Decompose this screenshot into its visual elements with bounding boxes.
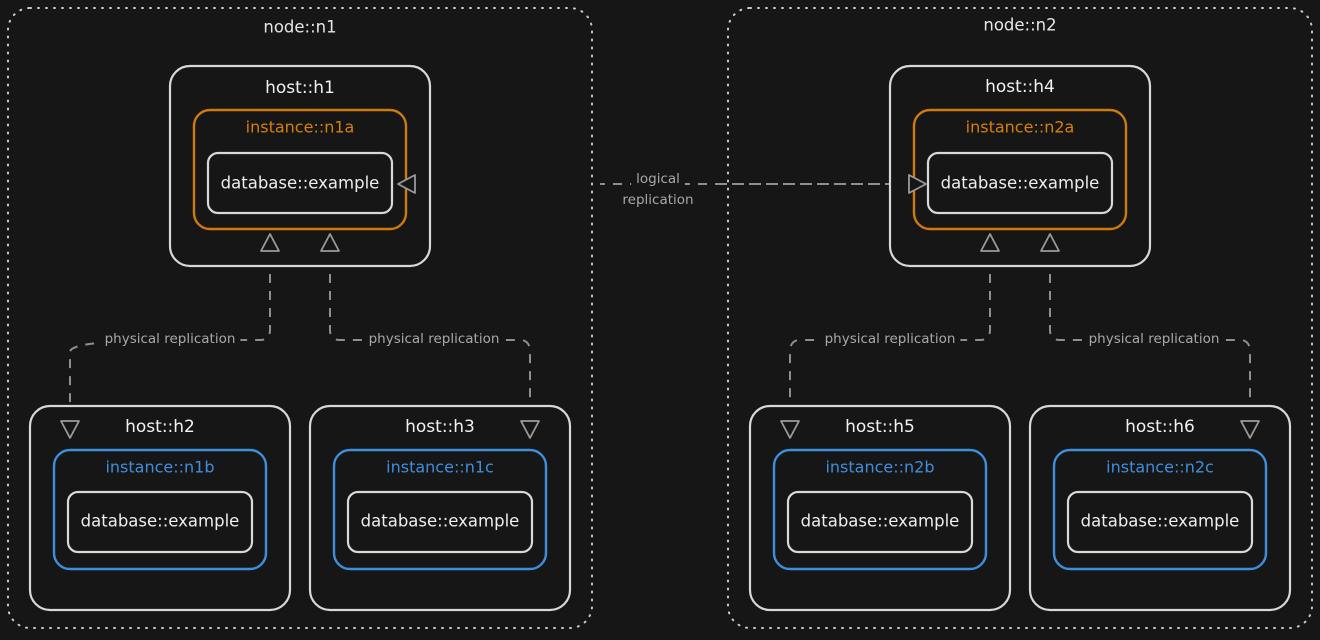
host-label-h5: host::h5 [845, 417, 915, 437]
instance-label-n2c: instance::n2c [1106, 458, 1214, 477]
edge-label-backdrop [617, 191, 699, 209]
edge-label-physical-n1a-n1b: physical replication [105, 331, 236, 347]
database-box-n1a[interactable] [206, 151, 394, 215]
host-label-h1: host::h1 [265, 78, 335, 98]
edge-label-backdrop [819, 330, 961, 348]
arrowhead-physical-n1a-to-n1b-down [60, 420, 80, 439]
node-boundary-n2 [727, 7, 1313, 629]
host-group-h6[interactable]: host::h6 instance::n2c database::example [1028, 404, 1292, 612]
instance-label-n2a: instance::n2a [966, 118, 1075, 137]
host-group-h2[interactable]: host::h2 instance::n1b database::example [28, 404, 292, 612]
host-group-h1[interactable]: host::h1 instance::n1a database::example [168, 64, 432, 268]
database-label-n2a: database::example [941, 174, 1100, 193]
arrowheads-layer [60, 174, 1260, 439]
edge-label-logical-line1: logical [636, 171, 680, 187]
arrowhead-logical-n2a-to-n1a-right [908, 174, 927, 194]
node-label-n2: node::n2 [983, 16, 1056, 35]
arrowhead-physical-n2a-to-n2c-down [1240, 420, 1260, 439]
node-boundary-n1 [7, 7, 593, 629]
host-label-h3: host::h3 [405, 417, 475, 437]
instance-label-n1a: instance::n1a [246, 118, 355, 137]
host-boxes-layer: host::h1 instance::n1a database::example… [28, 64, 1292, 612]
database-label-n1b: database::example [81, 512, 240, 531]
edge-label-backdrop [1083, 330, 1225, 348]
edge-labels-layer: logical replication physical replication… [99, 170, 1225, 348]
edge-label-physical-n2a-n2b: physical replication [825, 331, 956, 347]
edge-label-logical-line2: replication [622, 192, 693, 208]
arrowhead-physical-n2a-to-n2b-down [780, 420, 800, 439]
node-labels: node::n1 node::n2 [263, 16, 1056, 37]
database-box-n2c[interactable] [1066, 490, 1254, 554]
host-group-h5[interactable]: host::h5 instance::n2b database::example [748, 404, 1012, 612]
arrowhead-physical-n2a-to-n2c-up [1040, 233, 1060, 252]
instance-label-n2b: instance::n2b [825, 458, 934, 477]
edge-label-backdrop [99, 330, 241, 348]
database-label-n2c: database::example [1081, 512, 1240, 531]
host-label-h4: host::h4 [985, 77, 1055, 97]
node-boundaries [7, 7, 1313, 629]
database-box-n1b[interactable] [66, 490, 254, 554]
instance-label-n1c: instance::n1c [386, 458, 494, 477]
database-box-n1c[interactable] [346, 490, 534, 554]
arrowhead-physical-n1a-to-n1c-up [320, 233, 340, 252]
arrowhead-physical-n2a-to-n2b-up [980, 233, 1000, 252]
arrowhead-physical-n1a-to-n1b-up [260, 233, 280, 252]
host-label-h6: host::h6 [1125, 417, 1195, 437]
database-label-n2b: database::example [801, 512, 960, 531]
host-group-h3[interactable]: host::h3 instance::n1c database::example [308, 404, 572, 612]
database-box-n2b[interactable] [786, 490, 974, 554]
database-label-n1c: database::example [361, 512, 520, 531]
edge-label-backdrop [363, 330, 505, 348]
node-label-n1: node::n1 [263, 18, 336, 37]
edge-label-physical-n1a-n1c: physical replication [369, 331, 500, 347]
host-group-h4[interactable]: host::h4 instance::n2a database::example [888, 64, 1152, 268]
arrowhead-physical-n1a-to-n1c-down [520, 420, 540, 439]
host-label-h2: host::h2 [125, 417, 195, 437]
edge-label-physical-n2a-n2c: physical replication [1089, 331, 1220, 347]
arrowhead-logical-n2a-to-n1a [397, 174, 416, 194]
instance-label-n1b: instance::n1b [105, 458, 214, 477]
database-label-n1a: database::example [221, 174, 380, 193]
database-box-n2a[interactable] [926, 151, 1114, 215]
edge-label-backdrop [631, 170, 685, 188]
